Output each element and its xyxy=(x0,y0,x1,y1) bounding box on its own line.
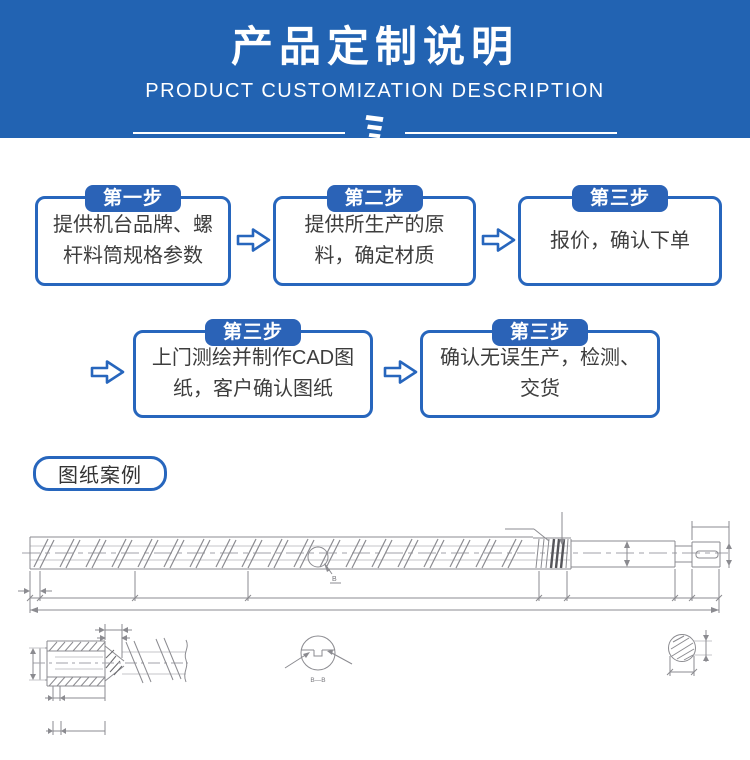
step-box-1: 第一步 提供机台品牌、螺杆料筒规格参数 xyxy=(35,185,231,286)
customization-flowchart: 第一步 提供机台品牌、螺杆料筒规格参数 第二步 提供所生产的原料，确定材质 第三… xyxy=(0,138,750,760)
page-subtitle: PRODUCT CUSTOMIZATION DESCRIPTION xyxy=(145,80,605,102)
header-banner: 产品定制说明 PRODUCT CUSTOMIZATION DESCRIPTION xyxy=(0,0,750,152)
step-text-4: 上门测绘并制作CAD图纸，客户确认图纸 xyxy=(151,347,355,400)
arrow-right-icon xyxy=(383,360,418,384)
step-tab-4: 第三步 xyxy=(204,319,302,346)
step-tab-3: 第三步 xyxy=(571,185,669,212)
step-text-1: 提供机台品牌、螺杆料筒规格参数 xyxy=(53,214,213,267)
drawing-examples-label: 图纸案例 xyxy=(33,456,167,491)
step-text-3: 报价，确认下单 xyxy=(550,229,690,252)
step-text-2: 提供所生产的原料，确定材质 xyxy=(304,214,445,267)
divider-line-left xyxy=(133,132,345,134)
step-tab-1: 第一步 xyxy=(84,185,182,212)
divider-line-right xyxy=(405,132,617,134)
step-tab-5: 第三步 xyxy=(491,319,589,346)
step-box-2: 第二步 提供所生产的原料，确定材质 xyxy=(273,185,476,286)
page-title: 产品定制说明 xyxy=(230,23,519,70)
screw-tip-detail xyxy=(29,624,188,735)
step-box-4: 第三步 上门测绘并制作CAD图纸，客户确认图纸 xyxy=(133,319,373,418)
main-screw-view: B xyxy=(18,512,732,613)
section-bb-detail: B—B xyxy=(284,635,353,684)
step-box-3: 第三步 报价，确认下单 xyxy=(518,185,722,286)
arrow-right-icon xyxy=(481,228,516,252)
shaft-section-detail xyxy=(666,630,712,676)
section-view-label: B—B xyxy=(310,677,325,684)
arrow-right-icon xyxy=(236,228,271,252)
step-tab-2: 第二步 xyxy=(326,185,423,212)
step-text-5: 确认无误生产，检测、交货 xyxy=(440,347,640,400)
step-box-5: 第三步 确认无误生产，检测、交货 xyxy=(420,319,660,418)
detail-circle-label: B xyxy=(332,576,337,583)
arrow-right-icon xyxy=(90,360,125,384)
technical-drawing: B xyxy=(18,512,732,735)
drawing-examples-text: 图纸案例 xyxy=(58,465,142,487)
